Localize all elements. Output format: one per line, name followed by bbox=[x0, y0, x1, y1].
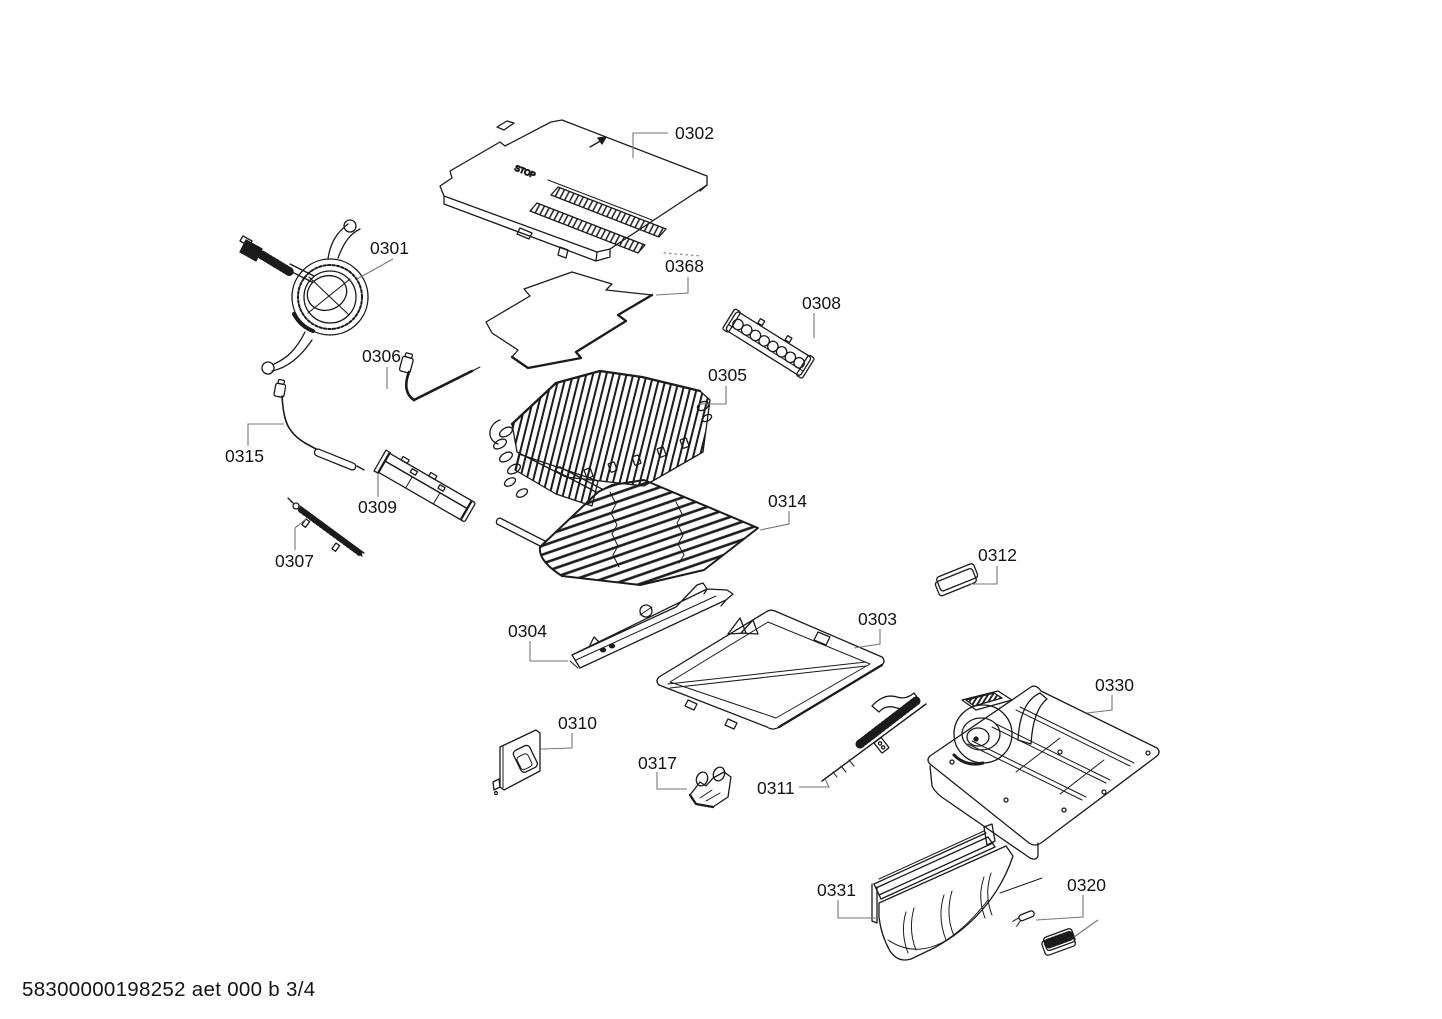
part-label-0320: 0320 bbox=[1067, 875, 1106, 895]
part-labels: 0302 0301 0368 0308 0306 0305 0315 0309 … bbox=[225, 123, 1134, 900]
part-label-0309: 0309 bbox=[358, 497, 397, 517]
part-label-0330: 0330 bbox=[1095, 675, 1134, 695]
part-0314-defrost-heater-grid-drawing bbox=[495, 466, 759, 586]
part-label-0307: 0307 bbox=[275, 551, 314, 571]
part-label-0314: 0314 bbox=[768, 491, 807, 511]
part-0312-block-drawing bbox=[934, 563, 979, 597]
part-label-0308: 0308 bbox=[802, 293, 841, 313]
part-label-0331: 0331 bbox=[817, 880, 856, 900]
part-0317-clip-drawing bbox=[688, 766, 732, 809]
part-0304-drain-channel-drawing bbox=[569, 582, 734, 669]
part-label-0317: 0317 bbox=[638, 753, 677, 773]
part-0305-evaporator-drawing bbox=[489, 369, 713, 507]
part-0302-evaporator-cover-drawing: STOP bbox=[439, 119, 708, 262]
part-label-0302: 0302 bbox=[675, 123, 714, 143]
part-0310-cover-plate-drawing bbox=[492, 729, 541, 796]
leader-lines bbox=[247, 132, 1113, 938]
part-label-0306: 0306 bbox=[362, 346, 401, 366]
part-label-0304: 0304 bbox=[508, 621, 547, 641]
part-0307-tube-heater-drawing bbox=[287, 497, 365, 557]
part-0309-rail-drawing bbox=[373, 449, 476, 522]
part-0331-bracket-rail-drawing bbox=[871, 823, 1043, 961]
document-number: 58300000198252 aet 000 b 3/4 bbox=[22, 978, 315, 1001]
part-0303-drip-tray-drawing bbox=[656, 609, 885, 730]
cover-embossed-marking: STOP bbox=[513, 164, 536, 180]
part-0330-air-duct-blower-tray-drawing bbox=[927, 685, 1160, 860]
part-0301-fan-assembly-drawing bbox=[239, 219, 369, 375]
part-label-0315: 0315 bbox=[225, 446, 264, 466]
part-0306-sensor-wire-drawing bbox=[398, 352, 481, 402]
part-0308-heater-bar-drawing bbox=[722, 308, 815, 379]
part-label-0311: 0311 bbox=[757, 778, 795, 798]
part-0320-fastener-set-drawing bbox=[1012, 910, 1077, 956]
part-0311-finned-rod-drawing bbox=[821, 692, 927, 782]
part-0368-foam-gasket-drawing bbox=[485, 271, 654, 370]
part-label-0301: 0301 bbox=[370, 238, 409, 258]
part-label-0312: 0312 bbox=[978, 545, 1017, 565]
part-label-0368: 0368 bbox=[665, 256, 704, 276]
part-0315-temperature-sensor-drawing bbox=[273, 378, 365, 471]
part-label-0305: 0305 bbox=[708, 365, 747, 385]
part-label-0303: 0303 bbox=[858, 609, 897, 629]
part-label-0310: 0310 bbox=[558, 713, 597, 733]
